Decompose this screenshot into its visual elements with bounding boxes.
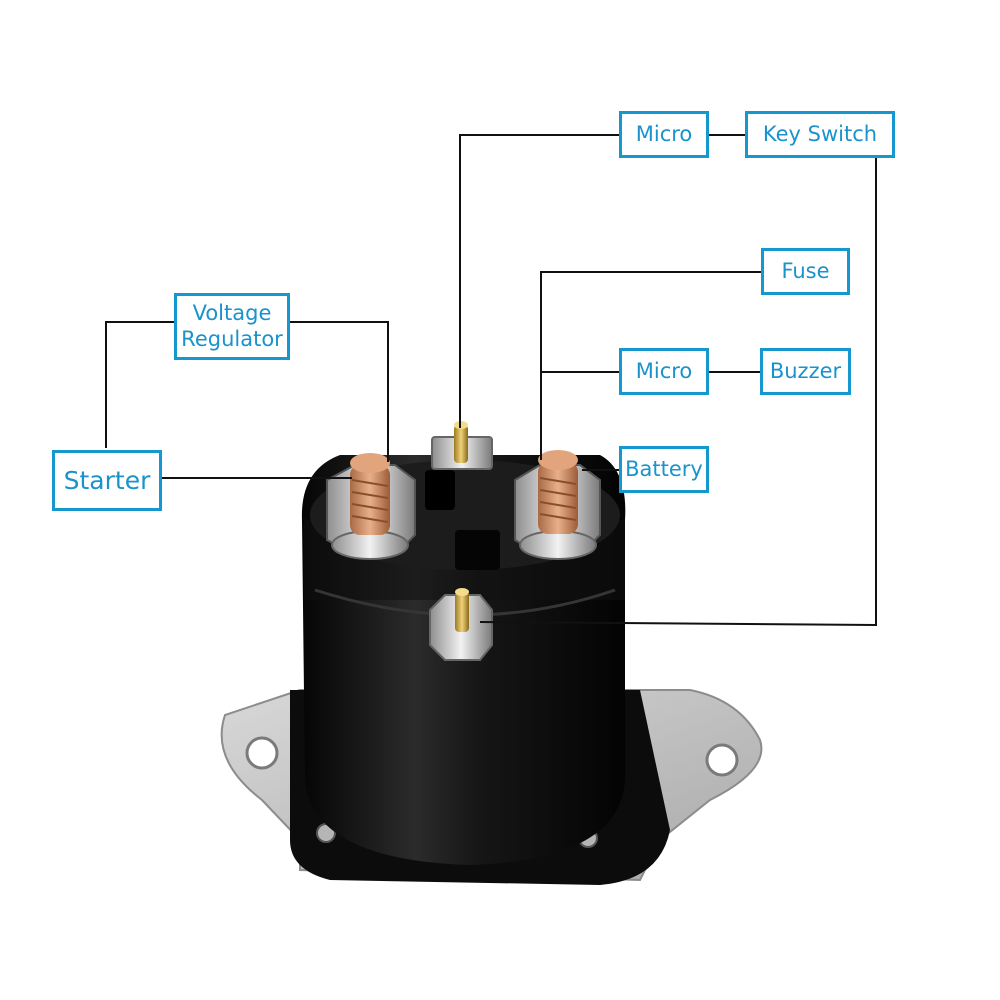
label-micro-top: Micro bbox=[619, 111, 709, 158]
label-buzzer: Buzzer bbox=[760, 348, 851, 395]
wire-starter-regulator bbox=[105, 321, 175, 448]
wire-fuse-battery-post bbox=[540, 271, 762, 460]
wire-micro-top bbox=[459, 134, 620, 428]
wiring-lines bbox=[105, 134, 877, 627]
terminal-left bbox=[326, 453, 416, 560]
label-battery: Battery bbox=[619, 446, 709, 493]
terminal-small-top bbox=[431, 421, 493, 470]
mount-hole-left bbox=[245, 736, 279, 770]
terminal-right bbox=[514, 450, 601, 560]
wire-regulator-post bbox=[290, 321, 389, 462]
label-voltage-regulator: Voltage Regulator bbox=[174, 293, 290, 360]
terminal-small-front bbox=[429, 588, 493, 661]
label-key-switch: Key Switch bbox=[745, 111, 895, 158]
label-starter: Starter bbox=[52, 450, 162, 511]
label-fuse: Fuse bbox=[761, 248, 850, 295]
label-micro-mid: Micro bbox=[619, 348, 709, 395]
wire-keyswitch-front bbox=[479, 158, 877, 627]
mount-hole-right bbox=[705, 743, 739, 777]
